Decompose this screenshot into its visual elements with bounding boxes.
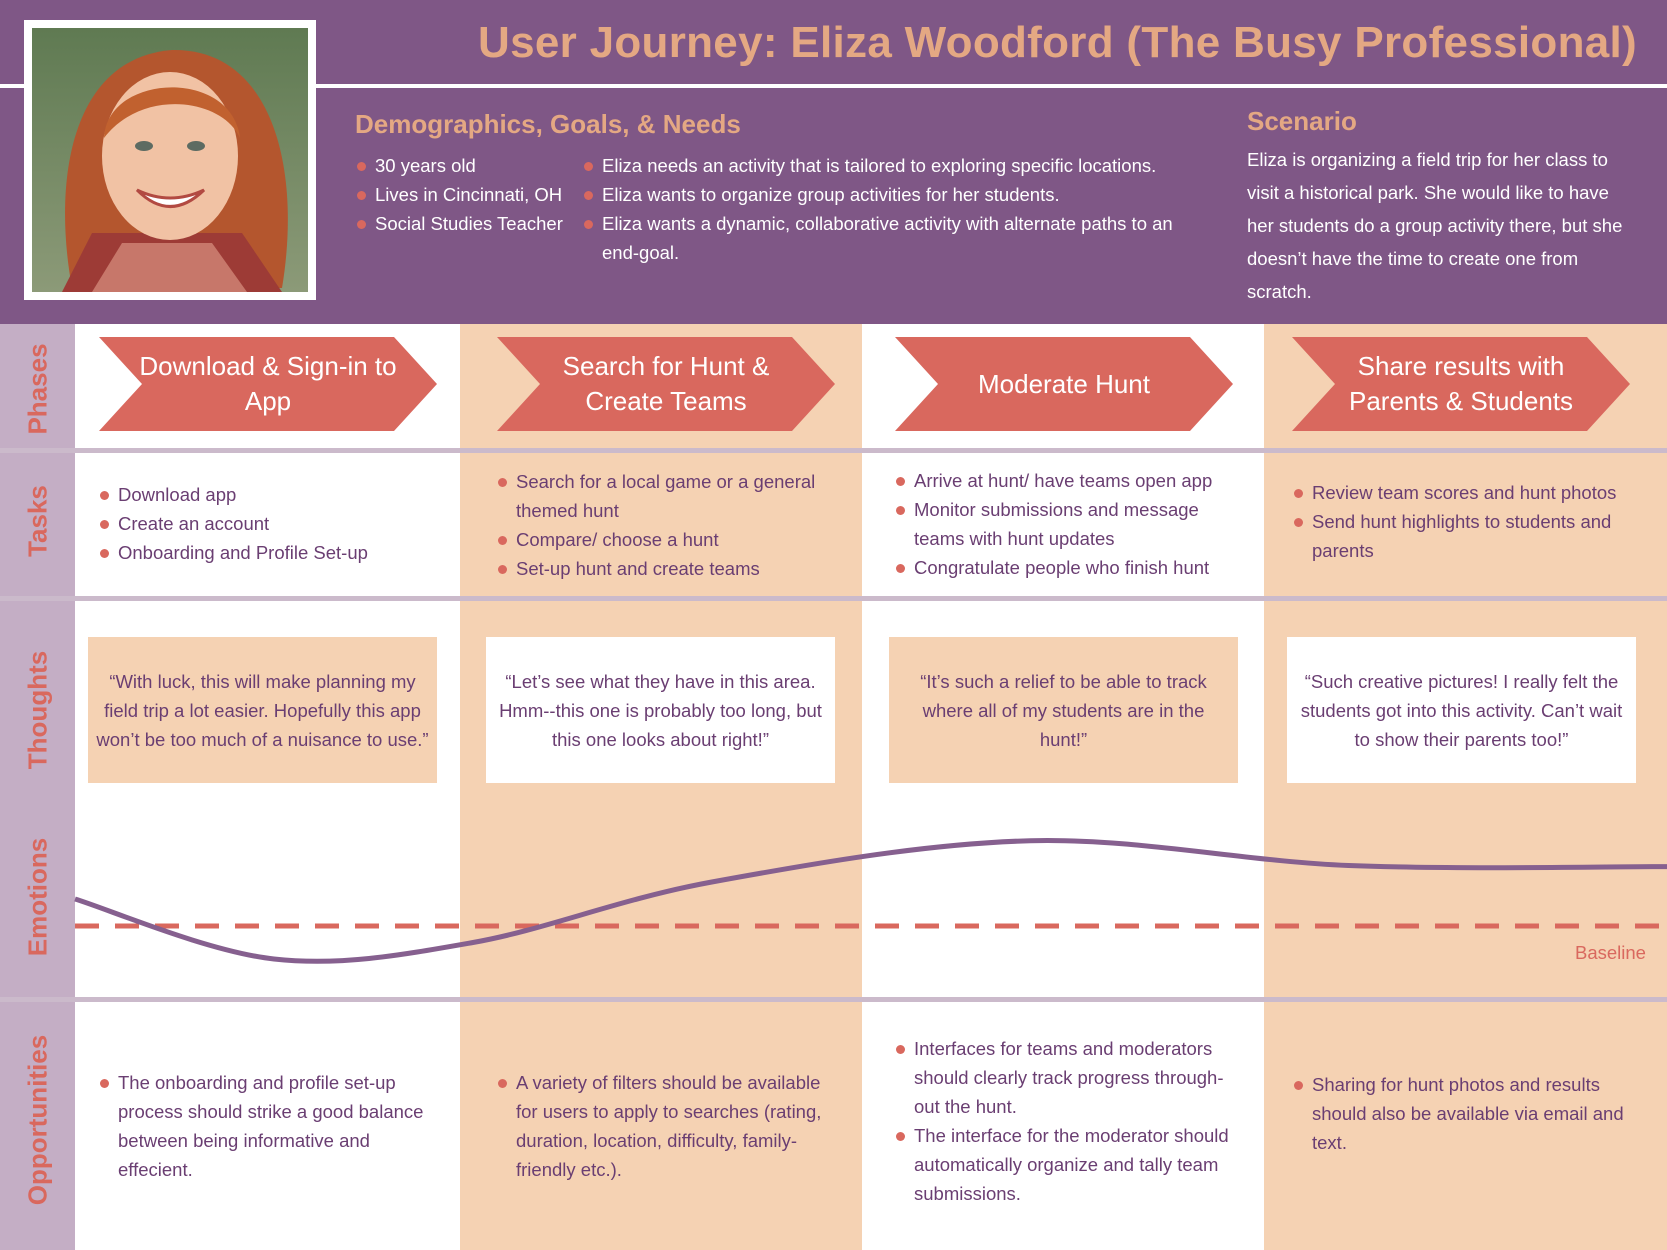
row-label-opportunities: Opportunities xyxy=(22,1034,53,1206)
opportunities-list: A variety of filters should be available… xyxy=(496,1068,836,1184)
thought-text: “It’s such a relief to be able to track … xyxy=(889,637,1238,783)
tasks-list: Arrive at hunt/ have teams open app Moni… xyxy=(894,466,1234,582)
task-item: Review team scores and hunt photos xyxy=(1292,478,1632,507)
row-divider xyxy=(0,448,1667,453)
opportunity-item: A variety of filters should be available… xyxy=(496,1068,836,1184)
row-label-bar xyxy=(0,324,75,1250)
tasks-list: Search for a local game or a general the… xyxy=(496,467,836,583)
thought-bubble: “It’s such a relief to be able to track … xyxy=(889,637,1238,783)
thought-text: “Such creative pictures! I really felt t… xyxy=(1287,637,1636,783)
phase-label: Search for Hunt & Create Teams xyxy=(562,351,770,416)
scenario-text: Eliza is organizing a field trip for her… xyxy=(1247,149,1623,302)
phase-label: Download & Sign-in to App xyxy=(139,351,397,416)
task-item: Monitor submissions and message teams wi… xyxy=(894,495,1234,553)
task-item: Arrive at hunt/ have teams open app xyxy=(894,466,1234,495)
goal-item: Eliza wants a dynamic, collaborative act… xyxy=(582,209,1192,267)
task-item: Send hunt highlights to students and par… xyxy=(1292,507,1632,565)
opportunities-list: Interfaces for teams and moderators shou… xyxy=(894,1034,1234,1208)
opportunities-list: Sharing for hunt photos and results shou… xyxy=(1292,1070,1632,1157)
phase-arrow: Share results with Parents & Students xyxy=(1292,337,1630,431)
opportunity-item: Interfaces for teams and moderators shou… xyxy=(894,1034,1234,1121)
stage-column-1 xyxy=(75,324,460,1250)
phase-arrow: Download & Sign-in to App xyxy=(99,337,437,431)
goal-item: Eliza needs an activity that is tailored… xyxy=(582,151,1192,180)
scenario-heading: Scenario xyxy=(1247,106,1357,136)
goals-list: Eliza needs an activity that is tailored… xyxy=(582,151,1192,267)
task-item: Download app xyxy=(98,480,438,509)
row-divider xyxy=(0,596,1667,601)
demographics-heading: Demographics, Goals, & Needs xyxy=(355,109,741,139)
baseline-label: Baseline xyxy=(1575,942,1646,963)
task-item: Search for a local game or a general the… xyxy=(496,467,836,525)
task-item: Create an account xyxy=(98,509,438,538)
stage-column-4 xyxy=(1264,324,1667,1250)
row-label-phases: Phases xyxy=(22,343,53,435)
emotion-curve xyxy=(74,838,1667,964)
emotion-graph xyxy=(74,838,1667,964)
opportunities-list: The onboarding and profile set-up proces… xyxy=(98,1068,438,1184)
opportunity-item: Sharing for hunt photos and results shou… xyxy=(1292,1070,1632,1157)
phase-label: Share results with Parents & Students xyxy=(1348,351,1574,416)
tasks-list: Download app Create an account Onboardin… xyxy=(98,480,438,567)
goal-item: Eliza wants to organize group activities… xyxy=(582,180,1192,209)
thought-bubble: “With luck, this will make planning my f… xyxy=(88,637,437,783)
stage-column-3 xyxy=(862,324,1264,1250)
thought-bubble: “Let’s see what they have in this area. … xyxy=(486,637,835,783)
tasks-list: Review team scores and hunt photos Send … xyxy=(1292,478,1632,565)
row-label-tasks: Tasks xyxy=(22,485,53,557)
row-label-thoughts: Thoughts xyxy=(22,650,53,770)
persona-photo-frame xyxy=(24,20,316,300)
portrait-photo-icon xyxy=(32,28,308,292)
thought-text: “Let’s see what they have in this area. … xyxy=(486,637,835,783)
task-item: Set-up hunt and create teams xyxy=(496,554,836,583)
task-item: Compare/ choose a hunt xyxy=(496,525,836,554)
demographics-list: 30 years old Lives in Cincinnati, OH Soc… xyxy=(355,151,565,238)
page-title: User Journey: Eliza Woodford (The Busy P… xyxy=(478,18,1637,67)
phase-arrow: Search for Hunt & Create Teams xyxy=(497,337,835,431)
task-item: Onboarding and Profile Set-up xyxy=(98,538,438,567)
opportunity-item: The onboarding and profile set-up proces… xyxy=(98,1068,438,1184)
demographic-item: 30 years old xyxy=(355,151,565,180)
phase-label: Moderate Hunt xyxy=(978,368,1150,399)
row-divider xyxy=(0,997,1667,1002)
task-item: Congratulate people who finish hunt xyxy=(894,553,1234,582)
demographic-item: Social Studies Teacher xyxy=(355,209,565,238)
thought-bubble: “Such creative pictures! I really felt t… xyxy=(1287,637,1636,783)
phase-arrow: Moderate Hunt xyxy=(895,337,1233,431)
thought-text: “With luck, this will make planning my f… xyxy=(88,637,437,783)
demographic-item: Lives in Cincinnati, OH xyxy=(355,180,565,209)
opportunity-item: The interface for the moderator should a… xyxy=(894,1121,1234,1208)
stage-column-2 xyxy=(460,324,862,1250)
